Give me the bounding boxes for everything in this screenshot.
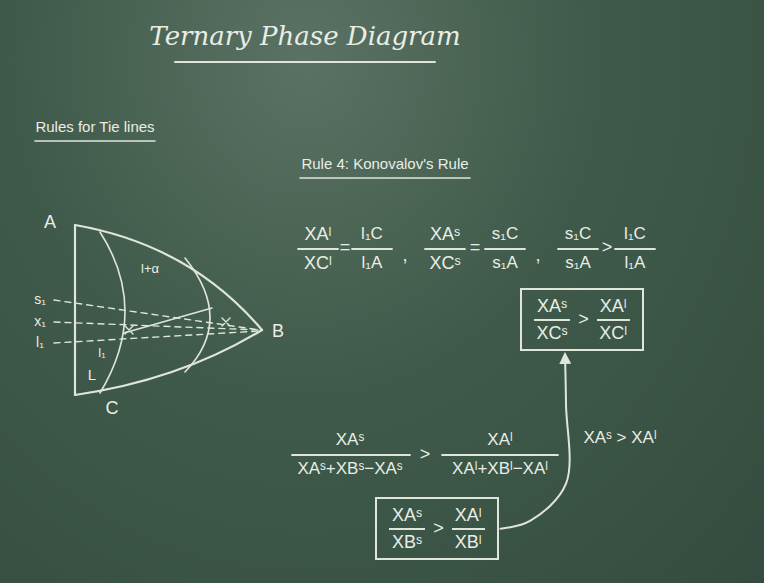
- denominator: XBˢ: [392, 530, 422, 553]
- numerator: XAˡ: [597, 296, 630, 321]
- subtitle-underline: [35, 140, 155, 142]
- fraction: XAˢXCˢ: [534, 296, 570, 343]
- operator: >: [420, 444, 431, 465]
- boxed-inequality: XAˢXCˢ > XAˡXCˡ: [520, 288, 644, 351]
- numerator: s₁C: [492, 224, 519, 244]
- fraction: XAˢXBˢ: [389, 505, 425, 552]
- operator: =: [470, 237, 481, 258]
- numerator: XAˡ: [487, 430, 512, 450]
- vertex-label: B: [272, 321, 284, 342]
- inequality: XAˢ > XAˡ: [583, 428, 656, 448]
- boxed-inequality: XAˢXBˢ > XAˡXBˡ: [375, 497, 499, 560]
- denominator: l₁A: [362, 253, 383, 273]
- fraction-bar: [558, 248, 598, 250]
- numerator: XAˢ: [430, 224, 460, 245]
- operator: ,: [402, 245, 407, 266]
- point-label: x₁: [34, 313, 46, 329]
- fraction: XAˡXCˡ: [597, 296, 630, 343]
- operator: >: [578, 309, 589, 330]
- denominator: XCˢ: [537, 321, 568, 344]
- denominator: XCˡ: [304, 253, 332, 274]
- operator: >: [433, 518, 444, 539]
- dashed-line: [54, 300, 260, 330]
- numerator: s₁C: [565, 224, 592, 244]
- fraction-bar: [615, 248, 655, 250]
- section-heading: Rules for Tie lines: [35, 118, 154, 135]
- numerator: XAˡ: [305, 224, 332, 245]
- rule-underline: [300, 177, 470, 179]
- vertex-label: C: [106, 398, 119, 419]
- point-label: l₁: [98, 346, 105, 361]
- denominator: XBˡ: [455, 530, 482, 553]
- numerator: XAˢ: [389, 505, 425, 530]
- denominator: l₁A: [625, 253, 646, 273]
- fraction-bar: [292, 454, 410, 456]
- operator: ,: [535, 245, 540, 266]
- denominator: XCˢ: [429, 253, 460, 274]
- fraction-bar: [442, 454, 558, 456]
- denominator: XCˡ: [599, 321, 627, 344]
- numerator: XAˢ: [534, 296, 570, 321]
- vertex-label: A: [44, 212, 56, 233]
- operator: >: [602, 237, 613, 258]
- point-label: l₁: [36, 334, 44, 350]
- tie-line: [124, 308, 212, 333]
- title-underline: [175, 61, 435, 63]
- cross-mark: [222, 318, 230, 326]
- fraction-bar: [298, 248, 338, 250]
- board-title: Ternary Phase Diagram: [149, 22, 460, 52]
- point-label: s₁: [34, 291, 46, 307]
- numerator: l₁C: [624, 224, 646, 244]
- triangle-edge: [75, 225, 262, 330]
- numerator: l₁C: [361, 224, 383, 244]
- operator: =: [340, 237, 351, 258]
- denominator: XAˢ+XBˢ−XAˢ: [297, 459, 402, 479]
- region-label: L: [88, 366, 96, 383]
- fraction-bar: [352, 248, 392, 250]
- fraction: XAˡXBˡ: [452, 505, 485, 552]
- denominator: XAˡ+XBˡ−XAˡ: [452, 459, 548, 479]
- triangle-edge: [74, 225, 76, 395]
- rule-heading: Rule 4: Konovalov's Rule: [301, 155, 468, 172]
- denominator: s₁A: [565, 253, 591, 273]
- fraction-bar: [425, 248, 465, 250]
- numerator: XAˢ: [336, 430, 364, 450]
- denominator: s₁A: [492, 253, 518, 273]
- numerator: XAˡ: [452, 505, 485, 530]
- dashed-line: [54, 331, 260, 343]
- region-label: l+α: [141, 262, 159, 277]
- cross-mark: [125, 326, 133, 334]
- fraction-bar: [485, 248, 525, 250]
- liquidus-curve: [100, 232, 125, 393]
